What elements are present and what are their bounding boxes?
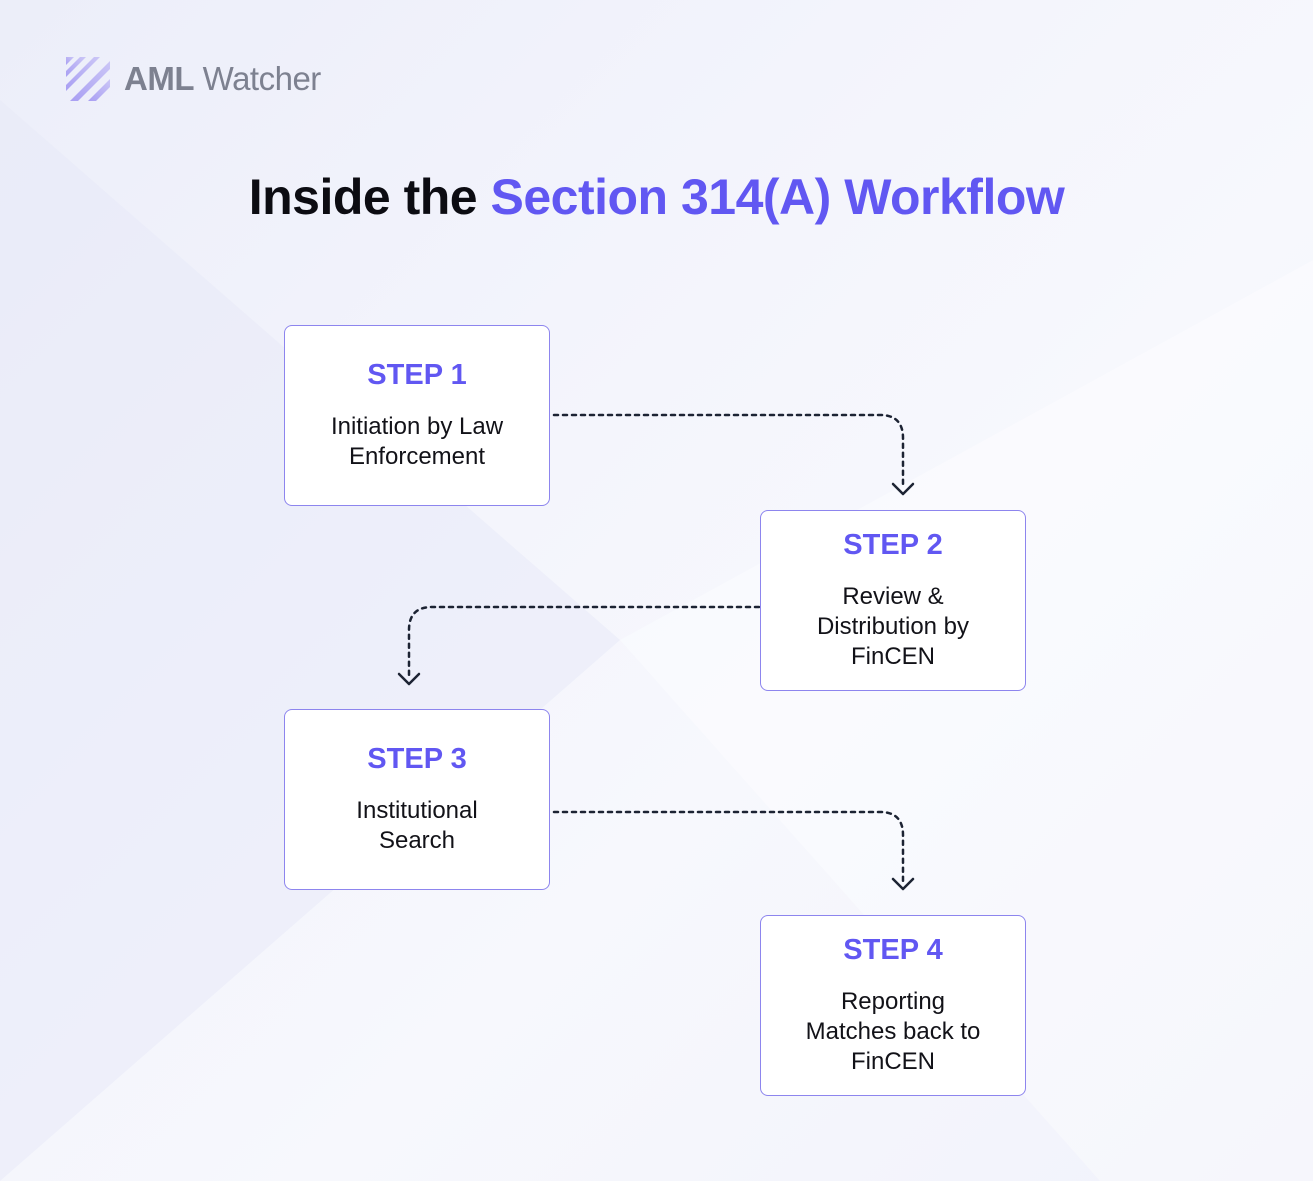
step-4-line-1: Reporting: [840, 988, 946, 1015]
connector-step3-step4: [552, 810, 905, 885]
step-4-description: Reporting Matches back to FinCEN: [806, 987, 981, 1077]
step-2-line-1: Review &: [842, 583, 944, 610]
step-1-line-1: Initiation by Law: [330, 413, 504, 440]
step-4-box: STEP 4 Reporting Matches back to FinCEN: [760, 915, 1026, 1096]
step-3-line-2: Search: [378, 827, 456, 854]
brand-name-light: Watcher: [193, 60, 322, 97]
brand-name: AML Watcher: [124, 60, 321, 98]
title-lead: Inside the: [248, 169, 491, 225]
step-2-line-3: FinCEN: [850, 643, 935, 670]
step-1-description: Initiation by Law Enforcement: [331, 412, 503, 472]
arrowhead-to-step4: [891, 877, 915, 891]
arrowhead-to-step2: [891, 482, 915, 496]
step-2-description: Review & Distribution by FinCEN: [817, 582, 969, 672]
step-3-label: STEP 3: [367, 743, 467, 775]
step-3-line-1: Institutional: [356, 797, 478, 824]
step-4-line-2: Matches back to: [805, 1018, 981, 1045]
connector-step1-step2: [552, 413, 905, 490]
title-highlight: Section 314(A) Workflow: [490, 169, 1065, 225]
page-title: Inside the Section 314(A) Workflow: [0, 168, 1313, 226]
step-2-line-2: Distribution by: [816, 613, 970, 640]
brand-name-bold: AML: [124, 60, 194, 97]
step-1-box: STEP 1 Initiation by Law Enforcement: [284, 325, 550, 506]
step-4-line-3: FinCEN: [850, 1048, 935, 1075]
step-2-box: STEP 2 Review & Distribution by FinCEN: [760, 510, 1026, 691]
step-2-label: STEP 2: [843, 529, 943, 561]
step-1-line-2: Enforcement: [348, 443, 486, 470]
diagonal-stripes-logo-icon: [66, 57, 110, 101]
arrowhead-to-step3: [397, 672, 421, 686]
brand-logo: AML Watcher: [66, 57, 321, 101]
step-1-label: STEP 1: [367, 359, 467, 391]
step-3-description: Institutional Search: [356, 796, 477, 856]
step-3-box: STEP 3 Institutional Search: [284, 709, 550, 890]
connector-step2-step3: [407, 605, 761, 680]
step-4-label: STEP 4: [843, 934, 943, 966]
